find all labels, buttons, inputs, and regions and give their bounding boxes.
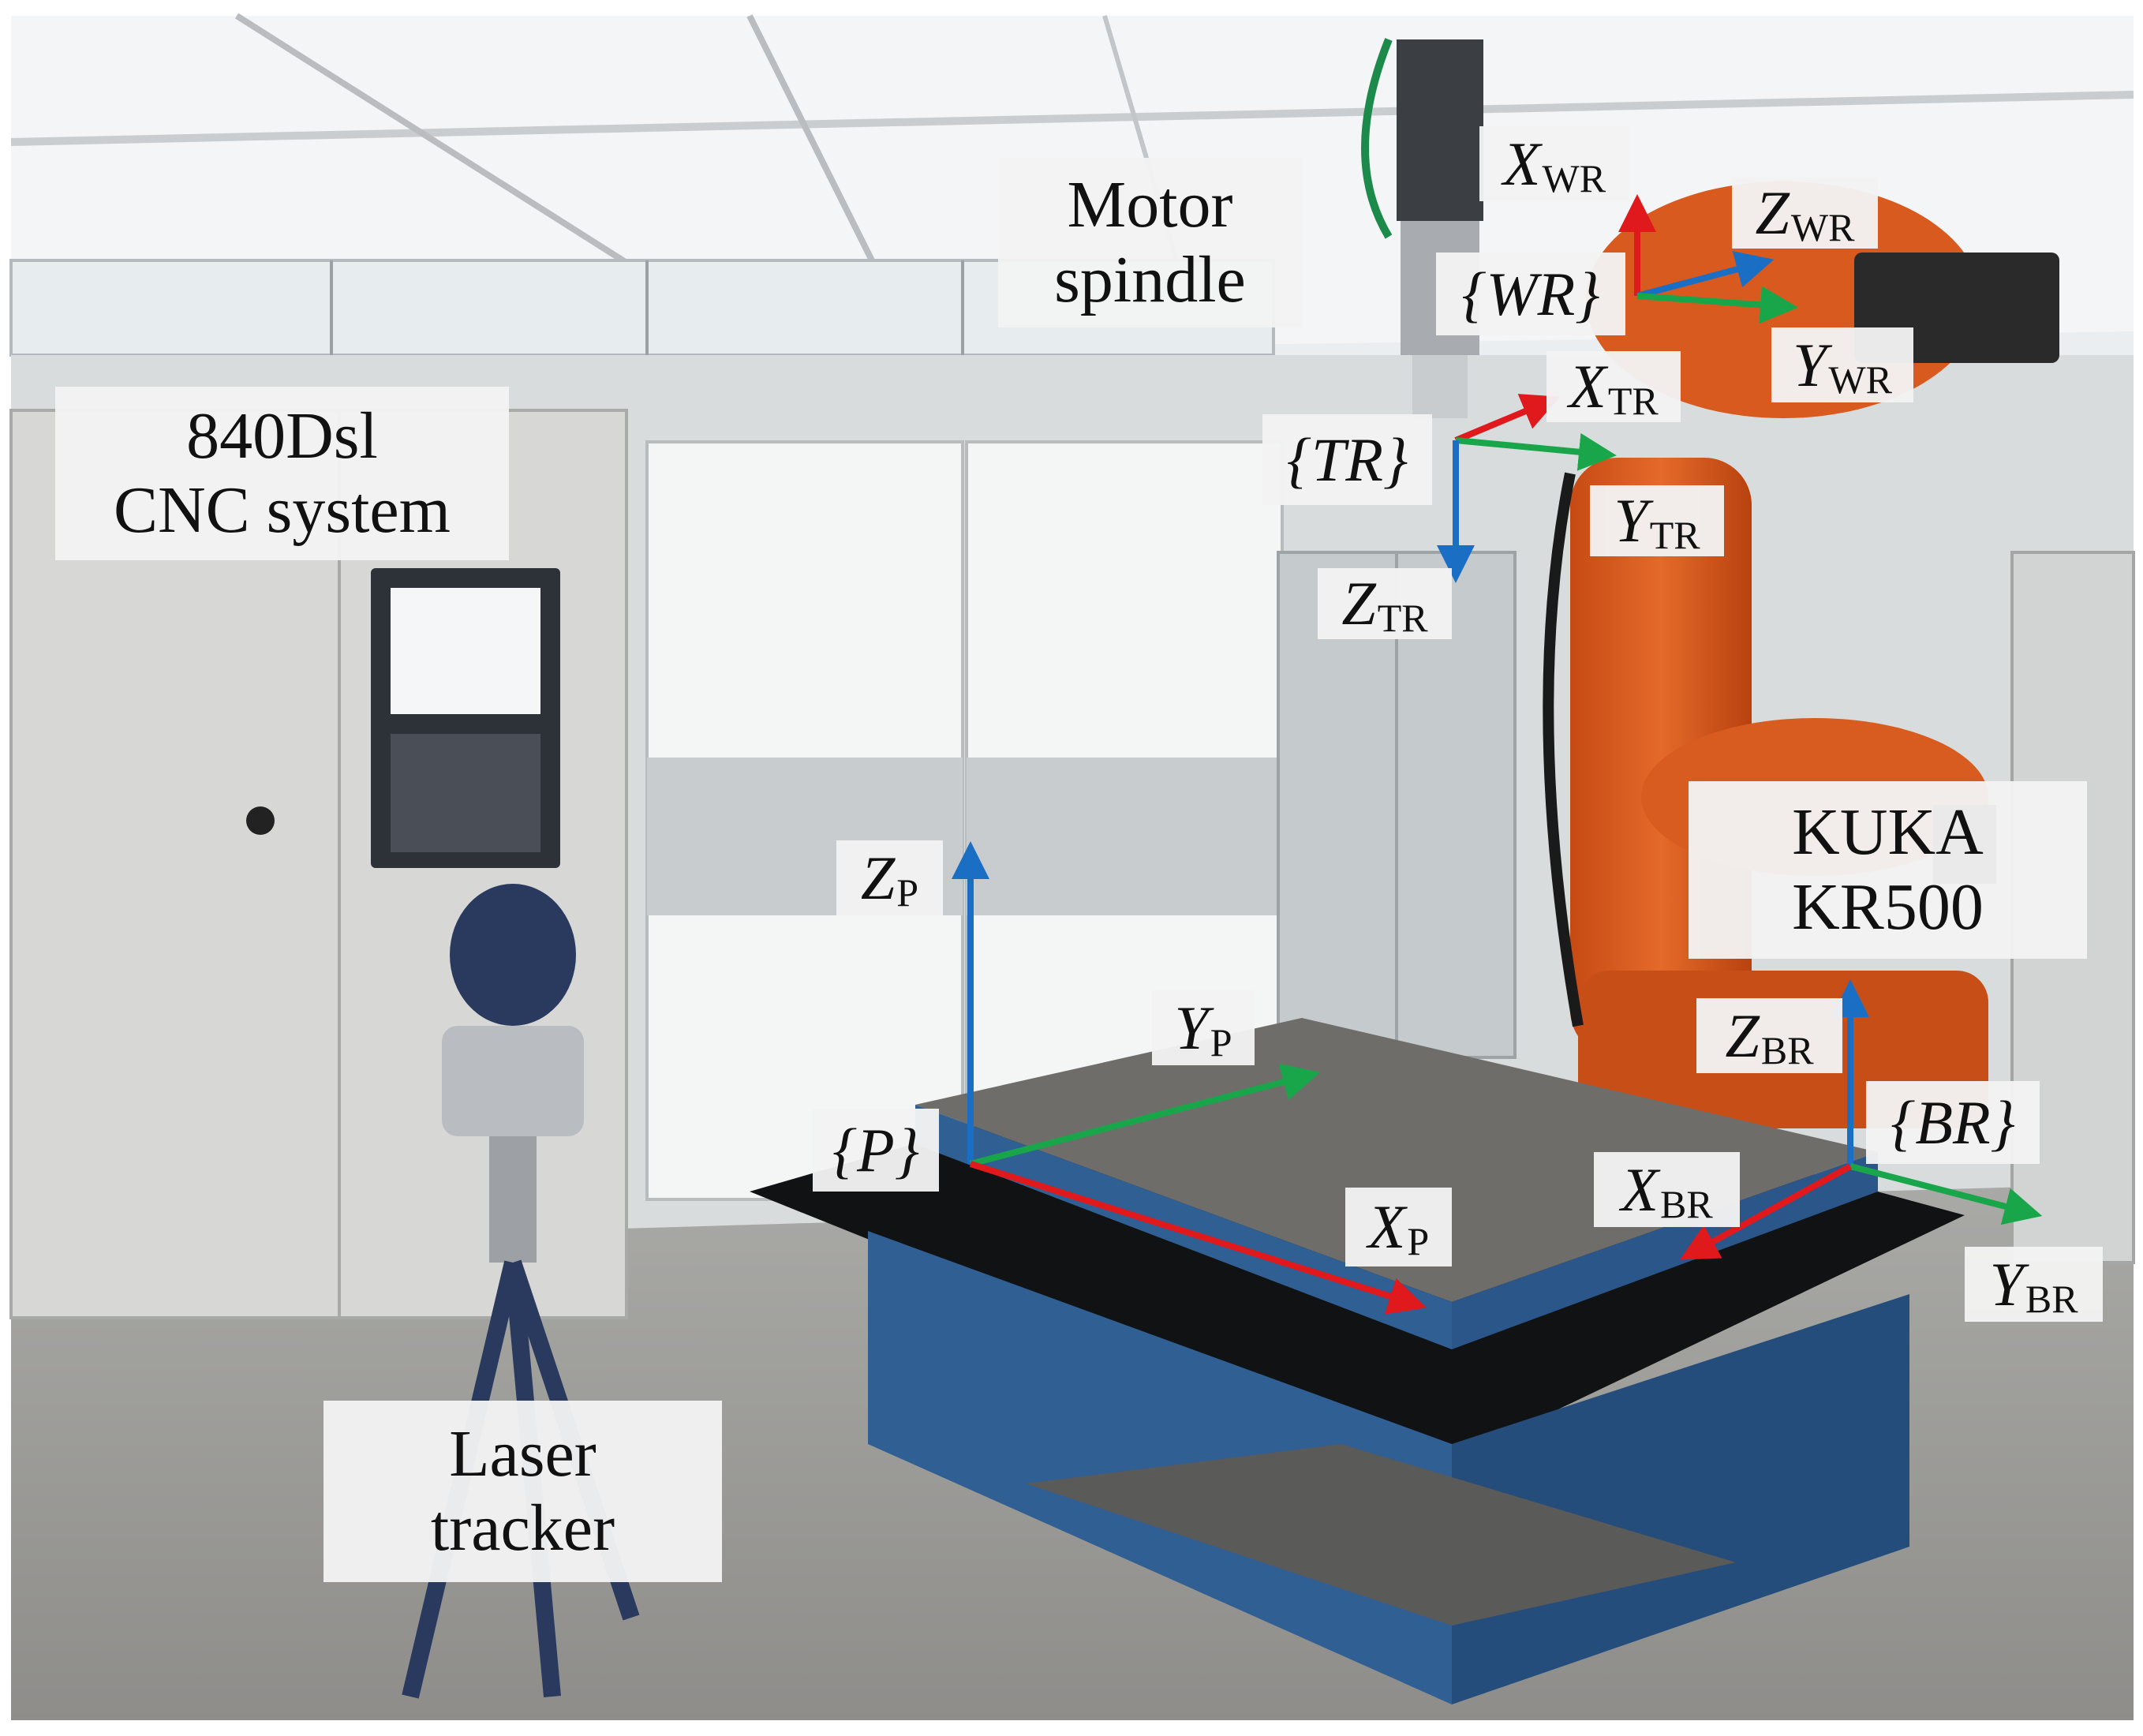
frame-name: {P}	[832, 1115, 920, 1184]
axis-subscript: BR	[1659, 1181, 1713, 1226]
axis-letter: Z	[860, 843, 896, 912]
frame-tr-axes	[1437, 394, 1617, 583]
axis-subscript: WR	[1790, 205, 1855, 249]
frame-wr-axes	[1618, 194, 1798, 324]
axis-letter: X	[1502, 129, 1541, 198]
axis-letter: Z	[1725, 1001, 1760, 1070]
axis-letter: Y	[1614, 486, 1648, 556]
axis-subscript: WR	[1542, 155, 1606, 200]
frame-label-tr: {TR}	[1262, 414, 1432, 505]
axis-letter: Y	[1174, 993, 1209, 1062]
axis-letter: X	[1367, 1192, 1406, 1262]
cnc-system-label: 840Dsl CNC system	[55, 387, 509, 560]
frame-p-axes	[952, 841, 1427, 1315]
axis-letter: X	[1621, 1154, 1659, 1224]
axis-subscript: P	[1407, 1219, 1430, 1263]
frame-name: {WR}	[1461, 259, 1600, 328]
axis-subscript: BR	[1760, 1027, 1814, 1072]
frame-name: {BR}	[1891, 1087, 2015, 1157]
axis-letter: Z	[1755, 178, 1790, 248]
axis-letter: Z	[1341, 569, 1376, 638]
kuka-robot-line2: KR500	[1792, 870, 1984, 944]
axis-subscript: P	[1210, 1020, 1232, 1064]
motor-spindle-label: Motor spindle	[998, 158, 1302, 327]
frame-label-wr: {WR}	[1436, 253, 1625, 335]
axis-letter: Y	[1989, 1249, 2024, 1319]
motor-spindle-line2: spindle	[1054, 242, 1246, 316]
cnc-system-line1: 840Dsl	[186, 398, 378, 473]
frame-label-p: {P}	[813, 1109, 939, 1192]
axis-subscript: P	[896, 870, 919, 915]
kuka-robot-label: KUKA KR500	[1689, 781, 2087, 959]
axis-subscript: BR	[2025, 1276, 2078, 1321]
kuka-robot-line1: KUKA	[1792, 795, 1984, 870]
axis-letter: Y	[1793, 330, 1827, 399]
frame-label-br: {BR}	[1866, 1081, 2040, 1164]
axis-letter: X	[1569, 352, 1606, 421]
laser-tracker-line1: Laser	[449, 1416, 597, 1491]
axis-subscript: TR	[1649, 513, 1700, 557]
axis-subscript: TR	[1607, 379, 1659, 423]
frame-br-axes	[1679, 979, 2043, 1260]
axis-subscript: WR	[1828, 357, 1892, 402]
cnc-system-line2: CNC system	[113, 473, 451, 547]
frame-name: {TR}	[1286, 425, 1408, 494]
laser-tracker-line2: tracker	[430, 1491, 615, 1565]
motor-spindle-line1: Motor	[1067, 168, 1233, 242]
laser-tracker-label: Laser tracker	[324, 1401, 722, 1582]
axis-subscript: TR	[1377, 596, 1428, 640]
